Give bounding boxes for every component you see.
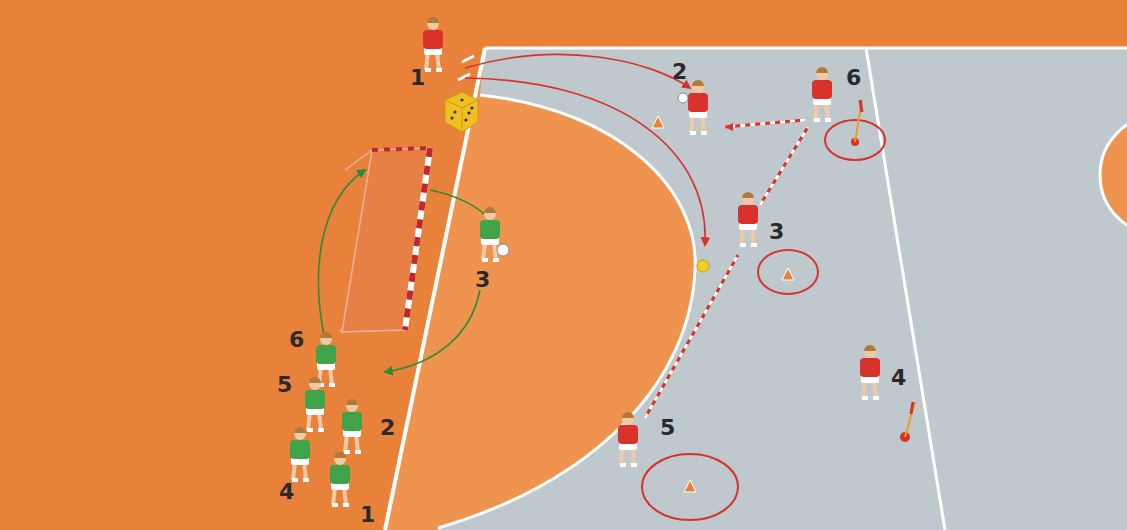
player <box>812 67 832 122</box>
callout-number: 3 <box>769 221 784 243</box>
callout-number: 6 <box>846 67 861 89</box>
player <box>738 192 758 247</box>
player <box>330 452 350 507</box>
callout-number: 6 <box>289 329 304 351</box>
callout-number: 2 <box>380 417 395 439</box>
callout-number: 1 <box>410 67 425 89</box>
player <box>423 17 443 72</box>
player <box>342 399 362 454</box>
player <box>618 412 638 467</box>
player <box>688 80 708 135</box>
player <box>480 207 500 262</box>
cones <box>652 100 915 492</box>
callout-number: 2 <box>672 61 687 83</box>
goal <box>340 148 430 332</box>
callout-number: 5 <box>277 374 292 396</box>
callout-number: 4 <box>891 367 906 389</box>
callout-number: 3 <box>475 269 490 291</box>
callout-number: 5 <box>660 417 675 439</box>
dice <box>445 92 478 132</box>
player <box>860 345 880 400</box>
callout-number: 1 <box>360 504 375 526</box>
player <box>305 377 325 432</box>
player <box>290 427 310 482</box>
callout-number: 4 <box>279 481 294 503</box>
